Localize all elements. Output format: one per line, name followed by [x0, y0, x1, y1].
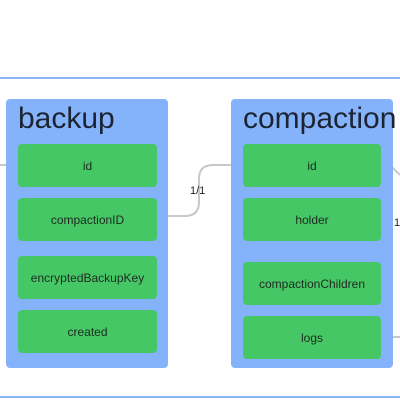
compaction-field-logs: logs [243, 316, 381, 359]
compaction-field-holder: holder [243, 198, 381, 241]
entity-compaction-title: compaction [243, 102, 397, 135]
relation-label-backup-compaction: 1/1 [190, 185, 206, 197]
frame-bottom-border [0, 396, 400, 398]
entity-backup-title: backup [18, 102, 115, 135]
backup-field-id: id [18, 144, 157, 187]
compaction-field-compactionchildren: compactionChildren [243, 262, 381, 305]
frame-top-border [0, 77, 400, 79]
backup-field-encryptedbackupkey: encryptedBackupKey [18, 256, 157, 299]
compaction-field-id: id [243, 144, 381, 187]
entity-backup: backup id compactionID encryptedBackupKe… [6, 99, 168, 368]
backup-field-created: created [18, 310, 157, 353]
backup-field-compactionid: compactionID [18, 198, 157, 241]
entity-compaction: compaction id holder compactionChildren … [231, 99, 397, 368]
relation-label-right-partial: 1 [394, 217, 400, 229]
connector-backup-compaction [157, 164, 238, 217]
